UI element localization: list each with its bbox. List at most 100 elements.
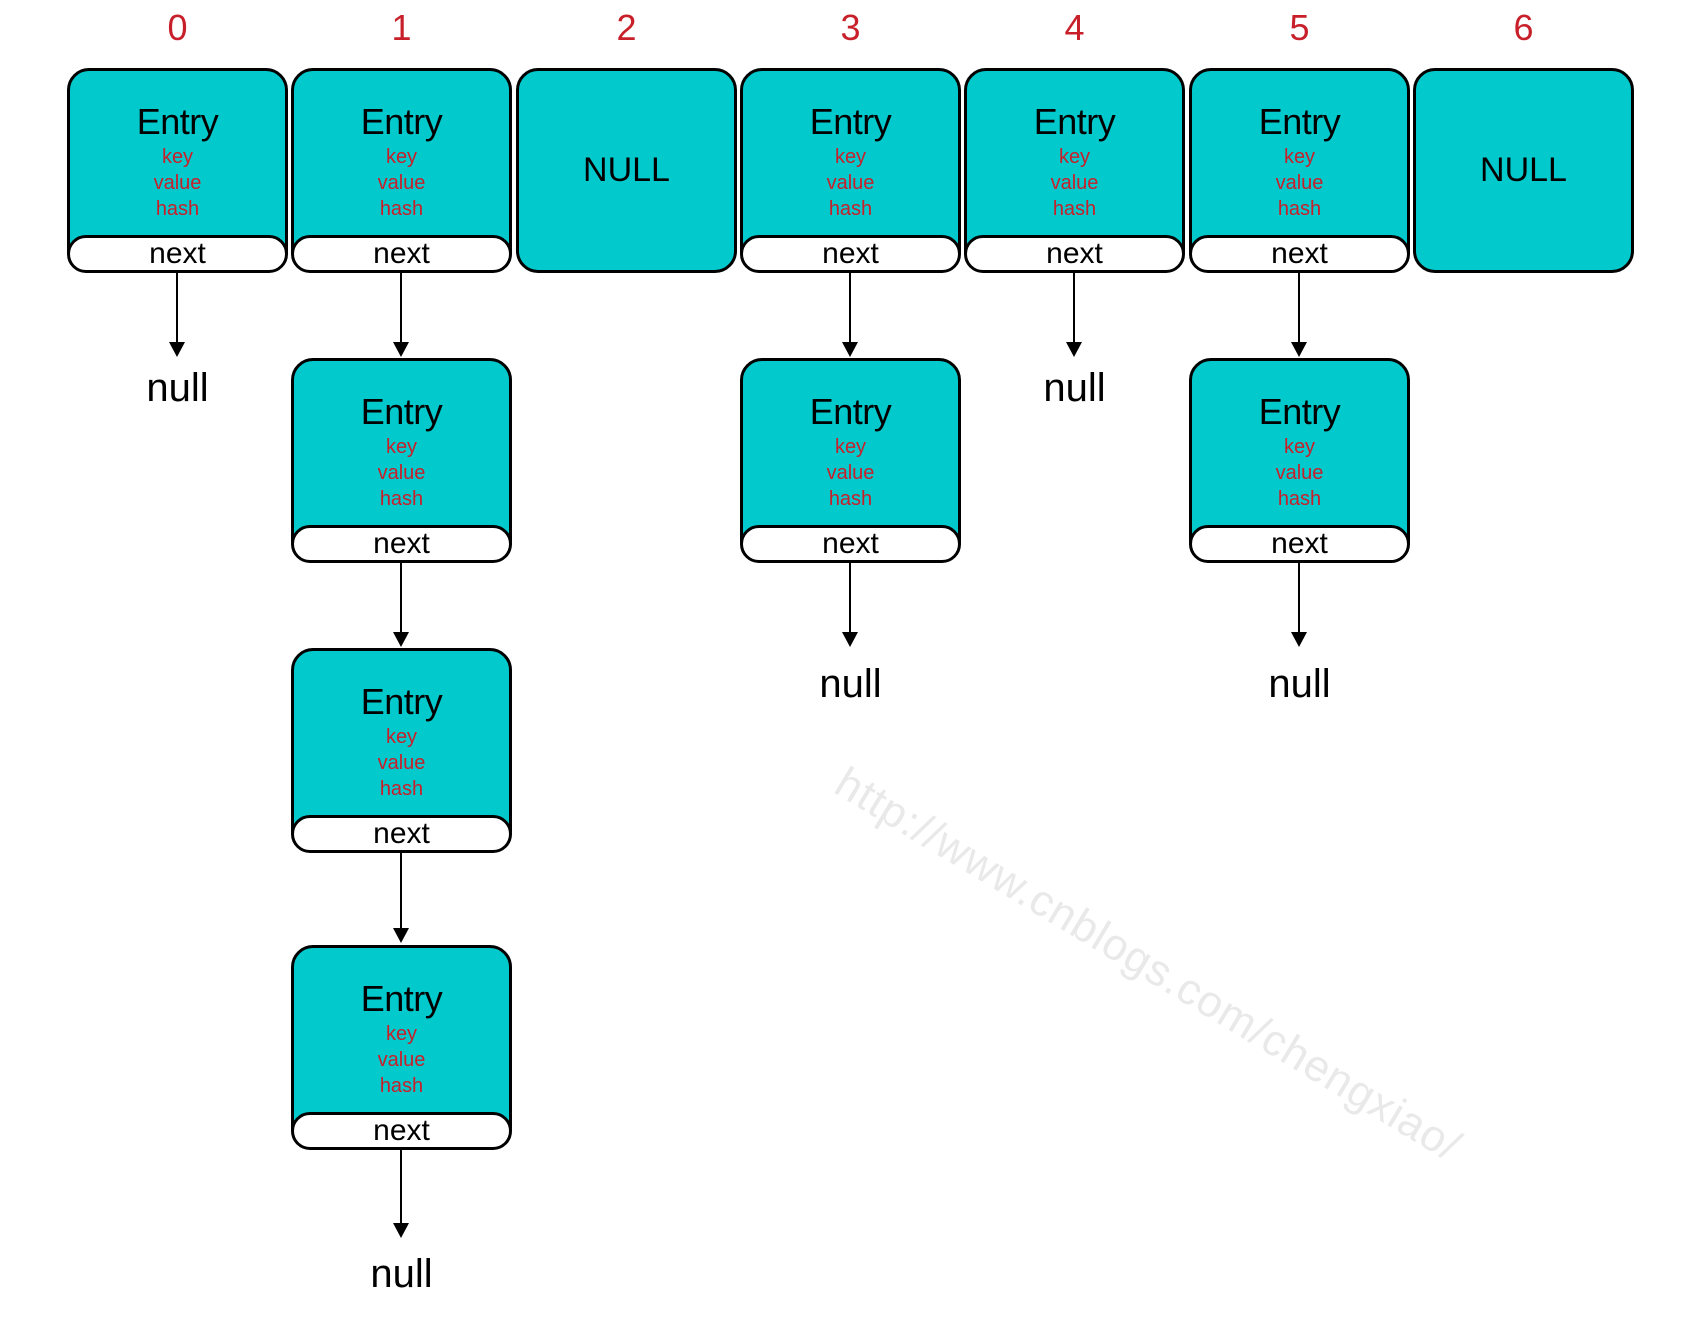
arrow-head <box>1291 342 1307 357</box>
entry-title: Entry <box>1033 101 1116 143</box>
entry-title: Entry <box>360 681 443 723</box>
entry-field-key: key <box>161 145 194 168</box>
next-pointer: next <box>964 235 1185 273</box>
entry-field-value: value <box>1275 461 1324 484</box>
null-box-bucket2: NULL <box>516 68 737 273</box>
arrow-head <box>1066 342 1082 357</box>
entry-box-bucket4: Entry key value hash next <box>964 68 1185 273</box>
entry-box-bucket1-chain4: Entry key value hash next <box>291 945 512 1150</box>
arrow-head <box>842 632 858 647</box>
arrow-shaft <box>849 273 851 344</box>
next-arrow-bucket1-chain4 <box>393 1150 409 1238</box>
entry-title: Entry <box>136 101 219 143</box>
arrow-shaft <box>1073 273 1075 344</box>
next-arrow-bucket1 <box>393 273 409 357</box>
entry-fields: key value hash <box>154 144 202 222</box>
entry-fields: key value hash <box>827 434 875 512</box>
entry-fields: key value hash <box>1276 144 1324 222</box>
entry-field-key: key <box>385 1022 418 1045</box>
entry-field-key: key <box>385 435 418 458</box>
entry-title: Entry <box>1258 391 1341 433</box>
arrow-shaft <box>1298 273 1300 344</box>
entry-body: Entry key value hash <box>1192 361 1407 525</box>
entry-box-bucket1-chain3: Entry key value hash next <box>291 648 512 853</box>
arrow-head <box>1291 632 1307 647</box>
entry-field-hash: hash <box>379 777 424 800</box>
next-arrow-bucket5-chain2 <box>1291 563 1307 647</box>
entry-field-hash: hash <box>1052 197 1097 220</box>
bucket-index-0: 0 <box>167 7 188 48</box>
entry-box-bucket0: Entry key value hash next <box>67 68 288 273</box>
bucket-index-2: 2 <box>616 7 637 48</box>
arrow-head <box>393 1223 409 1238</box>
entry-fields: key value hash <box>1276 434 1324 512</box>
next-pointer: next <box>67 235 288 273</box>
entry-field-hash: hash <box>379 1074 424 1097</box>
arrow-shaft <box>1298 563 1300 634</box>
entry-title: Entry <box>1258 101 1341 143</box>
entry-field-hash: hash <box>1277 487 1322 510</box>
next-arrow-bucket3-chain2 <box>842 563 858 647</box>
null-terminator-bucket1: null <box>370 1252 433 1296</box>
arrow-shaft <box>849 563 851 634</box>
entry-title: Entry <box>360 978 443 1020</box>
entry-field-value: value <box>1050 171 1099 194</box>
entry-field-value: value <box>826 171 875 194</box>
entry-fields: key value hash <box>378 724 426 802</box>
entry-field-hash: hash <box>828 487 873 510</box>
arrow-head <box>169 342 185 357</box>
next-arrow-bucket1-chain2 <box>393 563 409 647</box>
next-pointer: next <box>291 235 512 273</box>
arrow-shaft <box>400 273 402 344</box>
arrow-shaft <box>400 563 402 634</box>
entry-field-value: value <box>826 461 875 484</box>
watermark: http://www.cnblogs.com/chengxiao/ <box>826 758 1470 1171</box>
null-terminator-bucket4: null <box>1043 366 1106 410</box>
entry-box-bucket3: Entry key value hash next <box>740 68 961 273</box>
entry-field-key: key <box>385 145 418 168</box>
next-arrow-bucket0 <box>169 273 185 357</box>
entry-body: Entry key value hash <box>967 71 1182 235</box>
next-arrow-bucket3 <box>842 273 858 357</box>
bucket-index-4: 4 <box>1064 7 1085 48</box>
entry-fields: key value hash <box>378 144 426 222</box>
entry-field-hash: hash <box>379 197 424 220</box>
arrow-head <box>842 342 858 357</box>
entry-field-value: value <box>377 461 426 484</box>
next-pointer: next <box>291 815 512 853</box>
next-pointer: next <box>740 235 961 273</box>
entry-field-key: key <box>1058 145 1091 168</box>
arrow-shaft <box>400 1150 402 1225</box>
bucket-index-1: 1 <box>391 7 412 48</box>
entry-title: Entry <box>360 391 443 433</box>
null-terminator-bucket3: null <box>819 662 882 706</box>
entry-field-key: key <box>385 725 418 748</box>
next-arrow-bucket1-chain3 <box>393 853 409 943</box>
entry-fields: key value hash <box>378 1021 426 1099</box>
entry-fields: key value hash <box>827 144 875 222</box>
bucket-index-5: 5 <box>1289 7 1310 48</box>
entry-body: Entry key value hash <box>743 71 958 235</box>
entry-field-hash: hash <box>828 197 873 220</box>
null-terminator-bucket0: null <box>146 366 209 410</box>
entry-body: Entry key value hash <box>294 71 509 235</box>
entry-body: Entry key value hash <box>294 948 509 1112</box>
entry-field-hash: hash <box>1277 197 1322 220</box>
next-pointer: next <box>291 1112 512 1150</box>
entry-field-key: key <box>1283 435 1316 458</box>
next-pointer: next <box>740 525 961 563</box>
null-box-bucket6: NULL <box>1413 68 1634 273</box>
entry-body: Entry key value hash <box>294 651 509 815</box>
entry-field-value: value <box>1275 171 1324 194</box>
entry-box-bucket5-chain2: Entry key value hash next <box>1189 358 1410 563</box>
entry-body: Entry key value hash <box>70 71 285 235</box>
entry-box-bucket3-chain2: Entry key value hash next <box>740 358 961 563</box>
next-pointer: next <box>1189 525 1410 563</box>
entry-field-hash: hash <box>155 197 200 220</box>
next-arrow-bucket5 <box>1291 273 1307 357</box>
entry-field-value: value <box>377 751 426 774</box>
entry-title: Entry <box>809 101 892 143</box>
arrow-head <box>393 928 409 943</box>
entry-field-key: key <box>834 435 867 458</box>
